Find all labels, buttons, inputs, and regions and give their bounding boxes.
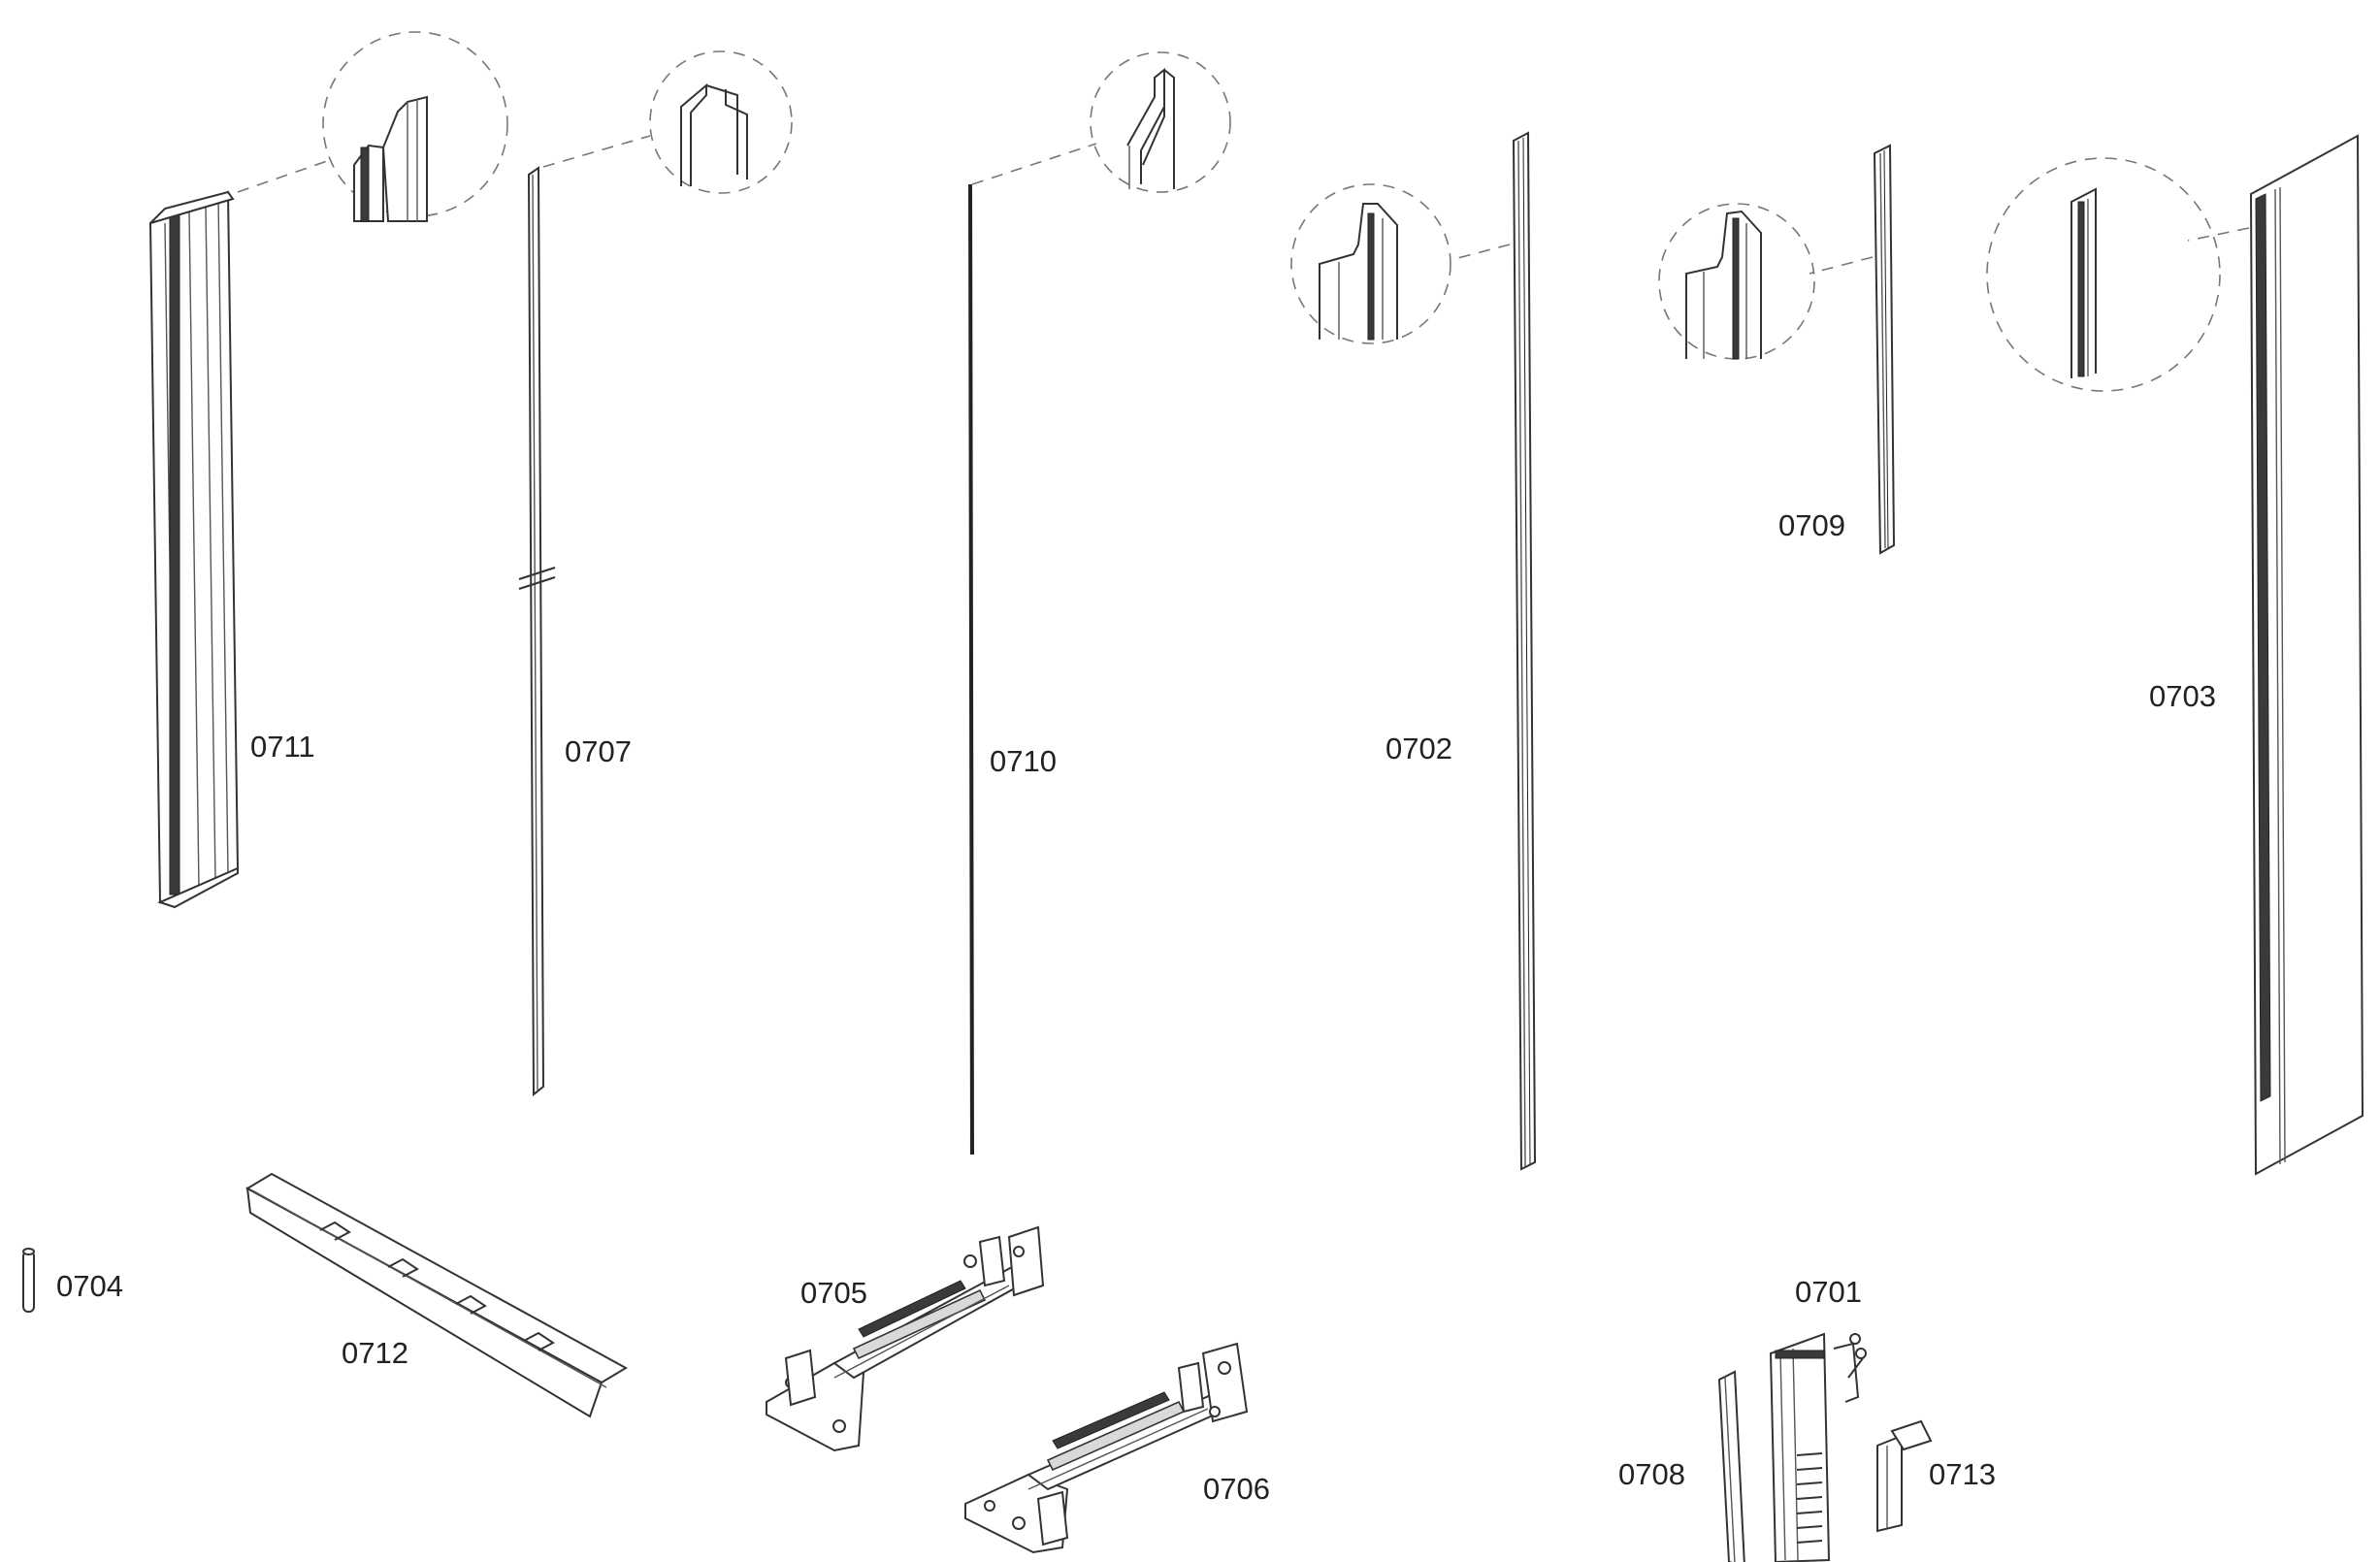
part-0701-hinge-assembly[interactable] [1769,1332,1867,1562]
label-0701: 0701 [1795,1275,1862,1309]
label-0712: 0712 [342,1336,408,1370]
part-0702-gasket[interactable] [1512,131,1537,1171]
part-0710-seal[interactable] [968,183,974,1155]
part-0712-slotted-rail[interactable] [245,1172,629,1418]
label-0706: 0706 [1203,1472,1270,1506]
label-0702: 0702 [1386,732,1452,765]
part-0704-pin[interactable] [22,1248,35,1313]
detail-0710-callout [971,51,1231,193]
label-0708: 0708 [1618,1457,1685,1491]
label-0704: 0704 [56,1269,123,1303]
label-0709: 0709 [1778,508,1845,542]
detail-0707-callout [542,50,793,194]
part-0708-bar[interactable] [1717,1370,1745,1562]
detail-0702-callout [1290,183,1511,344]
label-0711: 0711 [250,730,315,764]
part-0706-hinge-bracket[interactable] [964,1342,1249,1554]
label-0703: 0703 [2149,679,2216,713]
detail-0711-callout [237,31,508,222]
part-0705-hinge-bracket[interactable] [766,1225,1045,1452]
part-0709-strip[interactable] [1873,144,1896,555]
label-0710: 0710 [990,744,1057,778]
label-0705: 0705 [800,1276,867,1310]
part-0711-trim-profile[interactable] [148,190,240,909]
label-0713: 0713 [1929,1457,1996,1491]
part-0713-l-bracket[interactable] [1876,1419,1933,1533]
label-0707: 0707 [565,734,632,768]
detail-0703-callout [1986,157,2250,392]
part-0703-door-panel[interactable] [2249,134,2364,1176]
part-0707-strip[interactable] [518,166,556,1097]
detail-0709-callout [1658,203,1874,360]
